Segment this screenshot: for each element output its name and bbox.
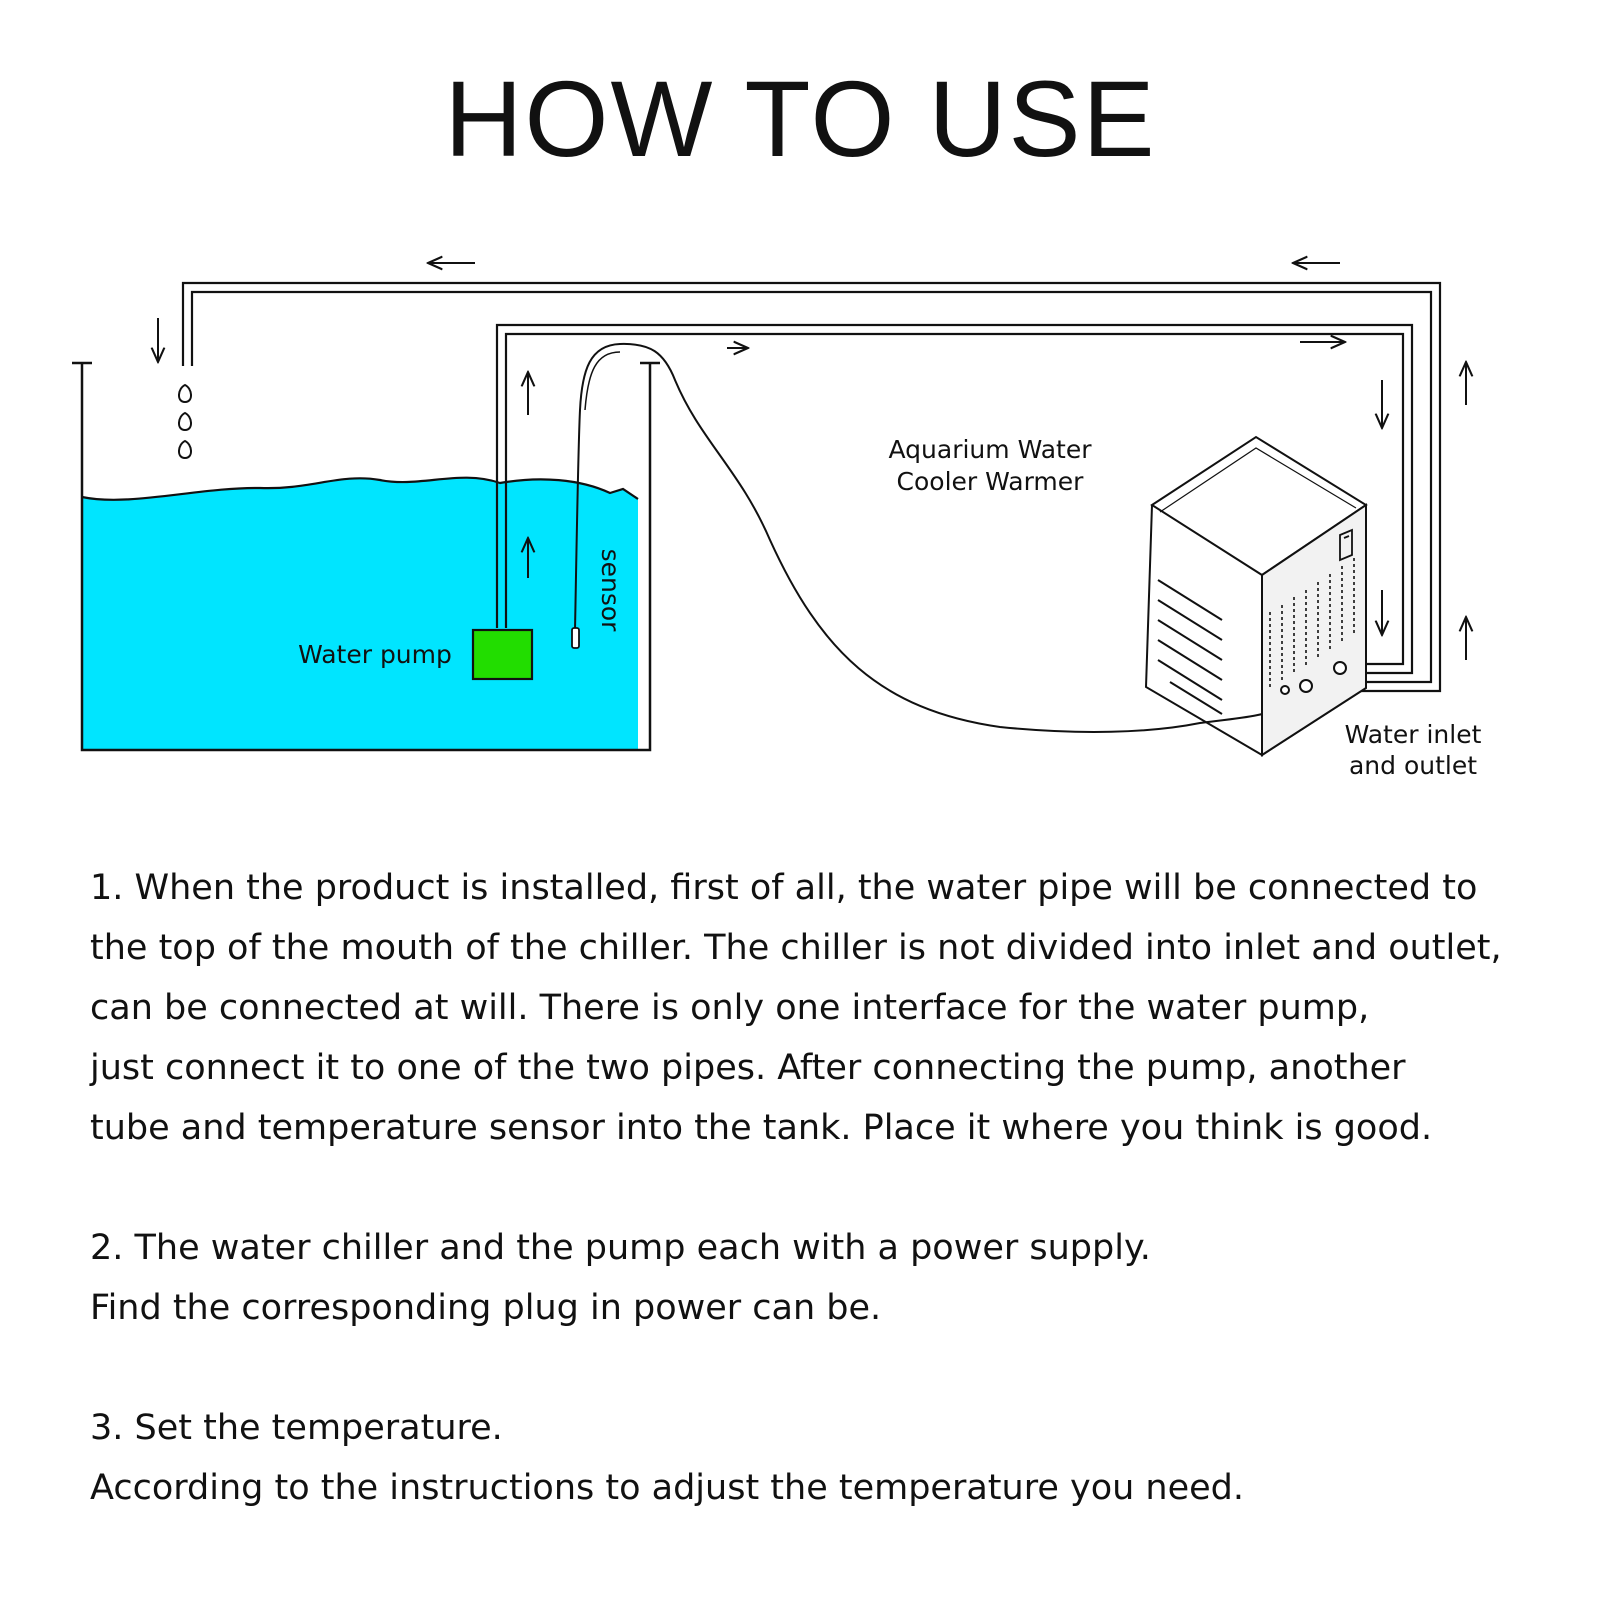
sensor-label: sensor xyxy=(596,549,625,633)
water-drops xyxy=(178,383,192,460)
step-text: 1. When the product is installed, first … xyxy=(90,868,1478,908)
step-3: 3. Set the temperature. According to the… xyxy=(90,1398,1590,1518)
step-2: 2. The water chiller and the pump each w… xyxy=(90,1218,1590,1338)
tank xyxy=(72,361,660,752)
water-ports xyxy=(1280,661,1347,695)
flow-arrows xyxy=(158,263,1466,660)
chiller-display-icon xyxy=(1339,528,1353,562)
device-label: Aquarium Water xyxy=(889,435,1093,464)
step-text: 3. Set the temperature. xyxy=(90,1408,503,1448)
tank-water xyxy=(82,477,638,749)
instructions: 1. When the product is installed, first … xyxy=(90,858,1590,1578)
return-pipe xyxy=(181,281,1442,693)
step-text: the top of the mouth of the chiller. The… xyxy=(90,928,1502,968)
side-vents xyxy=(1269,558,1355,690)
device-label: Cooler Warmer xyxy=(897,467,1085,496)
pump-label: Water pump xyxy=(298,640,452,669)
step-text: can be connected at will. There is only … xyxy=(90,988,1370,1028)
ports-label: and outlet xyxy=(1349,751,1477,780)
sensor-probe xyxy=(571,627,580,649)
step-text: According to the instructions to adjust … xyxy=(90,1468,1245,1508)
step-1: 1. When the product is installed, first … xyxy=(90,858,1590,1158)
step-text: just connect it to one of the two pipes.… xyxy=(90,1048,1406,1088)
water-pump xyxy=(471,628,534,681)
step-text: tube and temperature sensor into the tan… xyxy=(90,1108,1433,1148)
sensor-cable xyxy=(574,342,1286,733)
water-surface xyxy=(81,476,639,501)
ports-label: Water inlet xyxy=(1345,720,1482,749)
aquarium-chiller-diagram: Aquarium Water Cooler Warmer Water pump … xyxy=(72,0,1482,780)
step-text: 2. The water chiller and the pump each w… xyxy=(90,1228,1151,1268)
page-title: HOW TO USE xyxy=(444,58,1157,179)
chiller-side-panel xyxy=(1261,503,1367,757)
front-vents xyxy=(1157,579,1223,715)
step-text: Find the corresponding plug in power can… xyxy=(90,1288,882,1328)
supply-pipe xyxy=(495,323,1414,675)
